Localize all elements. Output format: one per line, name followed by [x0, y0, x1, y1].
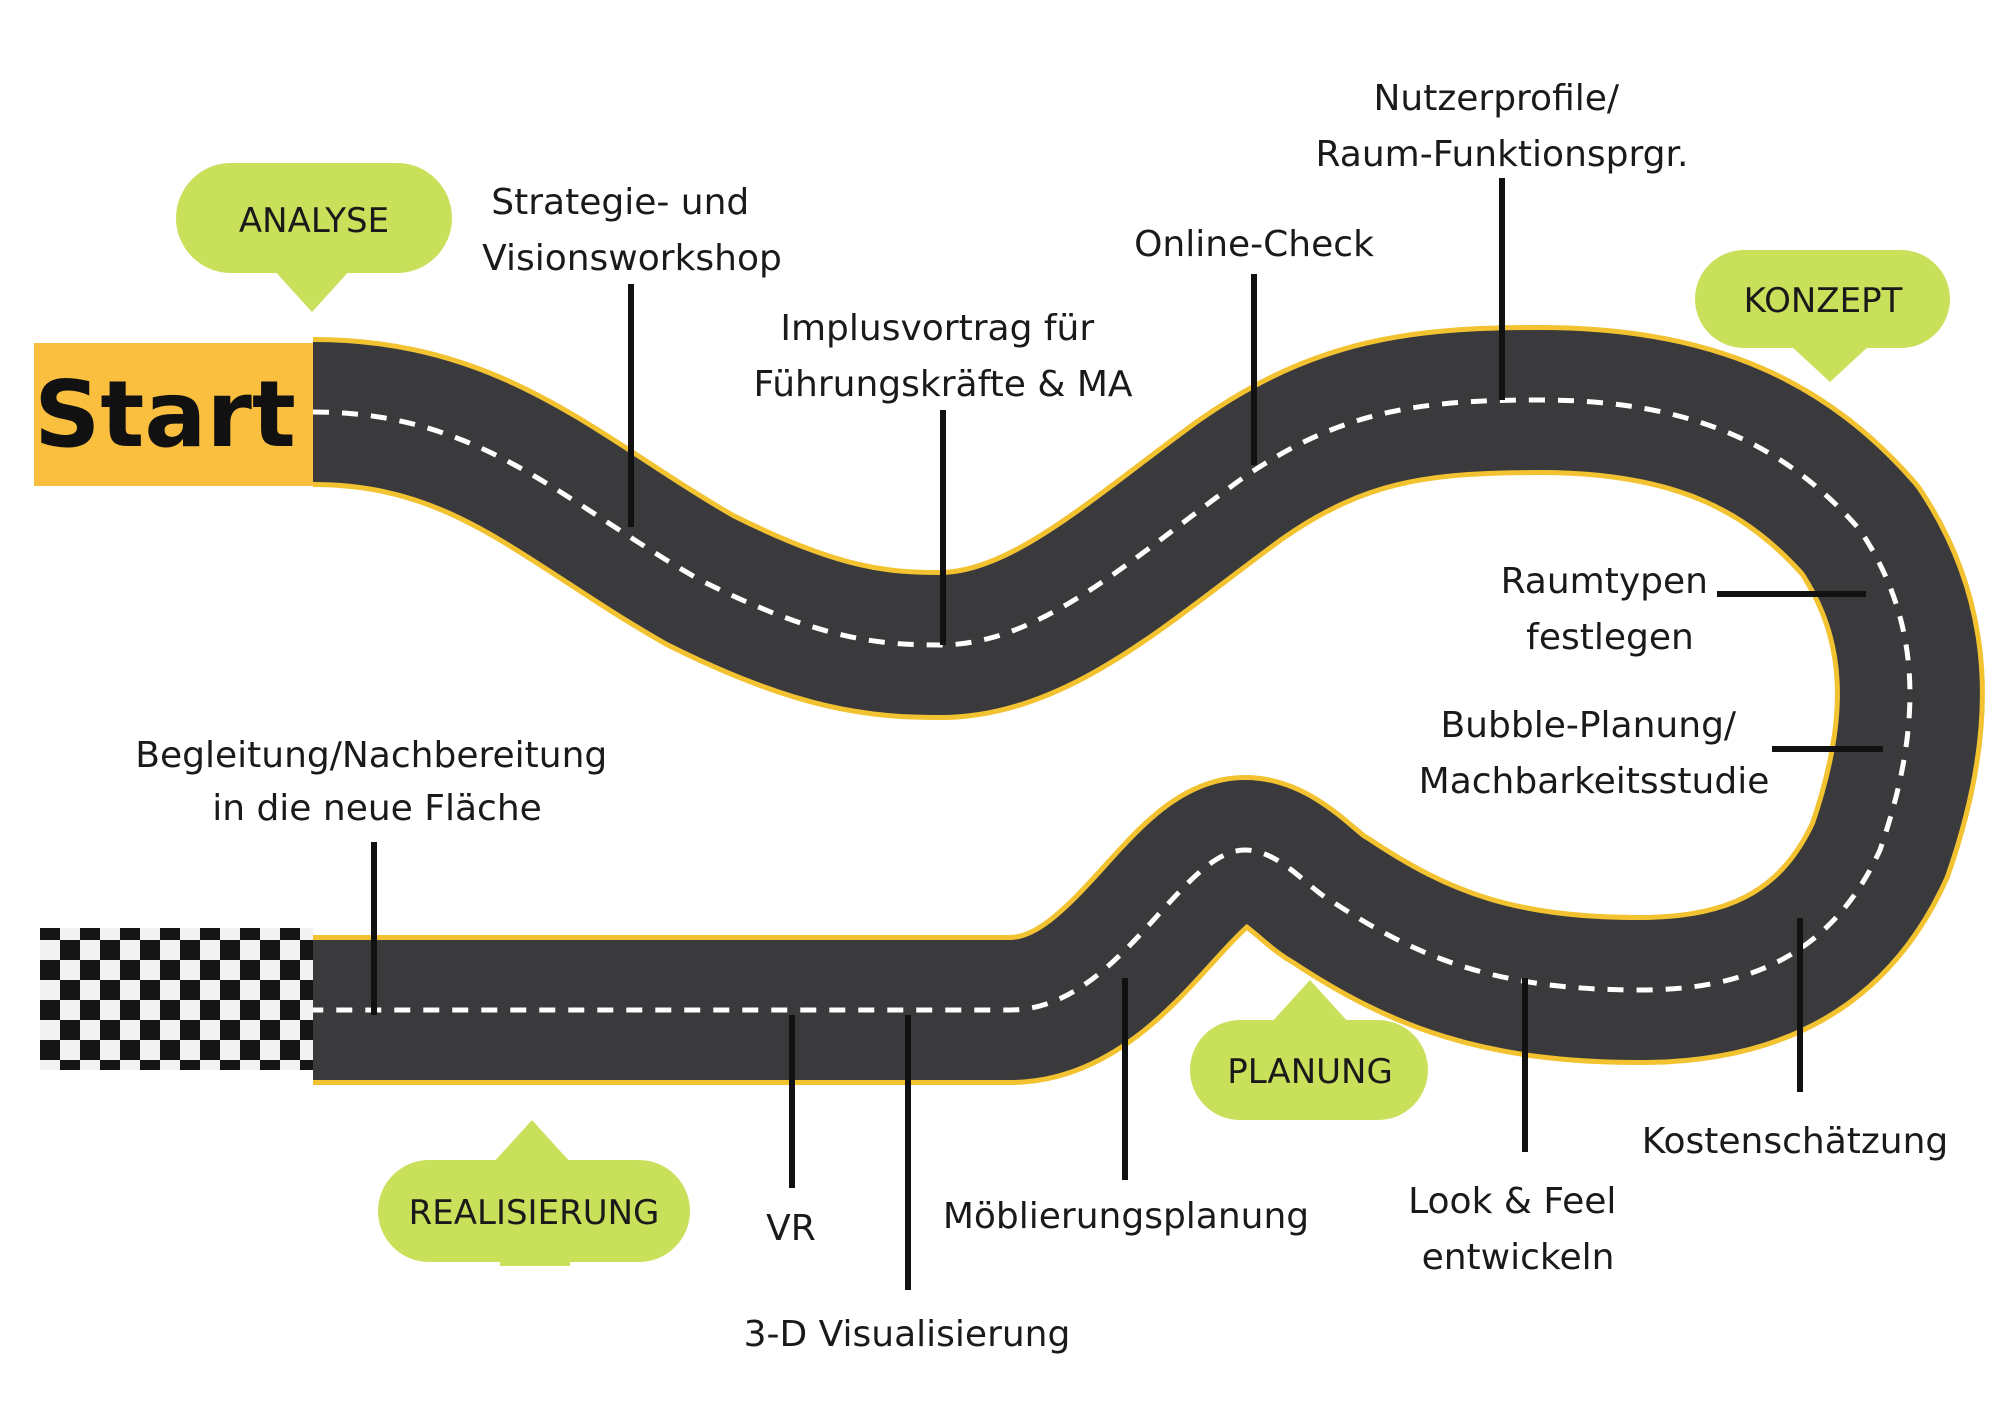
step-label-line: Visionsworkshop — [482, 238, 782, 279]
step-label-line: Möblierungsplanung — [943, 1196, 1309, 1237]
step-label-line: Bubble-Planung/ — [1440, 705, 1736, 746]
step-label-moeblierung: Möblierungsplanung — [943, 1196, 1309, 1237]
step-label-visualisierung: 3-D Visualisierung — [744, 1314, 1071, 1355]
step-label-line: in die neue Fläche — [212, 788, 542, 829]
phase-analyse: ANALYSE — [176, 163, 452, 312]
step-label-line: Nutzerprofile/ — [1373, 78, 1619, 119]
phase-label: REALISIERUNG — [409, 1193, 660, 1233]
phase-konzept: KONZEPT — [1695, 250, 1950, 382]
start-marker: Start — [34, 343, 313, 486]
step-label-line: VR — [766, 1208, 816, 1249]
step-label-online: Online-Check — [1134, 224, 1374, 265]
road — [311, 325, 1985, 1085]
step-label-line: Implusvortrag für — [780, 308, 1094, 349]
bubble-pointer — [492, 1120, 572, 1164]
step-label-line: Strategie- und — [491, 182, 749, 223]
bubble-tab — [500, 1258, 570, 1266]
step-label-strategie: Strategie- und Visionsworkshop — [482, 182, 782, 279]
step-label-line: Raum-Funktionsprgr. — [1316, 134, 1689, 175]
lane-markings — [312, 397, 1913, 1013]
bubble-pointer — [272, 268, 352, 312]
start-box — [34, 343, 313, 486]
start-label: Start — [34, 361, 296, 468]
bubble-pointer — [1790, 345, 1870, 382]
step-label-impuls: Implusvortrag für Führungskräfte & MA — [753, 308, 1132, 405]
phase-label: ANALYSE — [239, 201, 389, 241]
step-label-line: festlegen — [1526, 617, 1694, 658]
step-label-vr: VR — [766, 1208, 816, 1249]
finish-flag — [40, 928, 313, 1070]
step-label-kosten: Kostenschätzung — [1642, 1121, 1949, 1162]
step-label-line: Raumtypen — [1501, 561, 1708, 602]
phase-realisierung: REALISIERUNG — [378, 1120, 690, 1266]
bubble-pointer — [1270, 980, 1350, 1024]
step-label-line: Führungskräfte & MA — [753, 364, 1132, 405]
step-label-nutzer: Nutzerprofile/ Raum-Funktionsprgr. — [1316, 78, 1689, 175]
phase-bubble — [1190, 1020, 1428, 1120]
step-label-bubble: Bubble-Planung/ Machbarkeitsstudie — [1419, 705, 1770, 802]
step-label-raumtypen: Raumtypen festlegen — [1501, 561, 1720, 658]
leader-lines — [371, 178, 1883, 1290]
phase-planung: PLANUNG — [1190, 980, 1428, 1120]
step-label-line: Machbarkeitsstudie — [1419, 761, 1770, 802]
phase-bubble — [378, 1160, 690, 1262]
phase-label: PLANUNG — [1227, 1052, 1393, 1092]
step-label-line: Begleitung/Nachbereitung — [135, 735, 607, 776]
step-label-look: Look & Feel entwickeln — [1408, 1181, 1628, 1278]
phase-bubble — [176, 163, 452, 273]
phase-label: KONZEPT — [1744, 281, 1903, 321]
step-label-line: entwickeln — [1422, 1237, 1615, 1278]
step-label-line: Online-Check — [1134, 224, 1374, 265]
step-label-begleitung: Begleitung/Nachbereitung in die neue Flä… — [135, 735, 618, 829]
step-label-line: 3-D Visualisierung — [744, 1314, 1071, 1355]
step-label-line: Look & Feel — [1408, 1181, 1616, 1222]
step-label-line: Kostenschätzung — [1642, 1121, 1949, 1162]
phase-bubble — [1695, 250, 1950, 348]
